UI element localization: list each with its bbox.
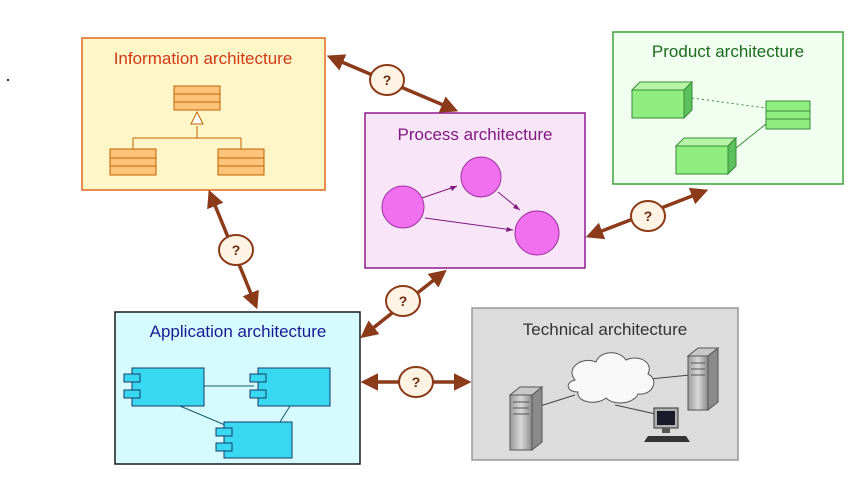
stray-dot [6, 78, 10, 82]
question-mark-label: ? [383, 72, 392, 88]
product-architecture-box: Product architecture [612, 31, 844, 185]
server-icon [508, 385, 544, 452]
technical-architecture-title: Technical architecture [523, 320, 687, 339]
application-components-icon [123, 367, 331, 459]
process-architecture-title: Process architecture [398, 125, 553, 144]
question-mark-label: ? [232, 242, 241, 258]
application-architecture-box: Application architecture [114, 311, 361, 465]
connector-application-technical: ? [360, 366, 472, 398]
connector-process-product: ? [585, 187, 709, 240]
technical-architecture-box: Technical architecture [471, 307, 739, 461]
product-components-icon [630, 80, 811, 176]
product-architecture-title: Product architecture [652, 42, 804, 61]
question-mark-label: ? [399, 293, 408, 309]
workstation-icon [644, 407, 690, 442]
process-architecture-box: Process architecture [364, 112, 586, 269]
process-flow-icon [381, 156, 560, 256]
connector-process-application: ? [360, 269, 447, 339]
information-architecture-title: Information architecture [114, 49, 293, 68]
information-architecture-box: Information architecture [81, 37, 326, 191]
uml-class-diagram-icon [109, 85, 265, 176]
network-infrastructure-icon [508, 346, 720, 452]
question-mark-label: ? [412, 374, 421, 390]
question-mark-label: ? [644, 208, 653, 224]
server-icon [686, 346, 720, 412]
connector-information-application: ? [207, 189, 259, 310]
application-architecture-title: Application architecture [150, 322, 327, 341]
connector-information-process: ? [326, 54, 459, 113]
cloud-icon [567, 352, 655, 404]
